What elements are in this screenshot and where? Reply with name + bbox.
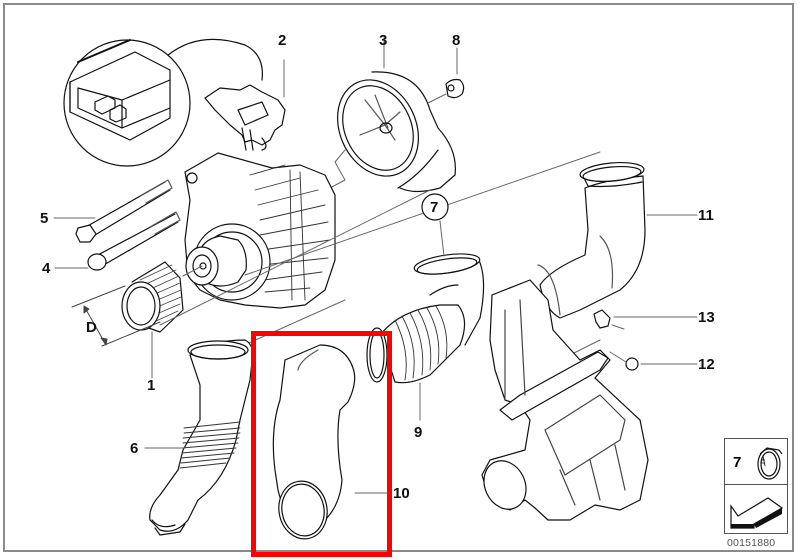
highlight-box-part-10 [251, 331, 392, 557]
legend-clamp-row: 7 [725, 439, 787, 485]
bellows-hose [366, 253, 485, 421]
dimension-label: D [86, 319, 97, 336]
diagram-frame [3, 3, 794, 552]
callout-2[interactable]: 2 [278, 32, 287, 49]
arrow-down-left-icon [730, 497, 784, 529]
pulley [121, 261, 203, 379]
voltage-regulator [204, 59, 286, 151]
callout-10[interactable]: 10 [393, 485, 410, 502]
callout-9[interactable]: 9 [414, 424, 423, 441]
hose-clamp-callout [421, 193, 449, 257]
air-duct-corrugated [144, 339, 254, 536]
callout-5[interactable]: 5 [40, 210, 49, 227]
air-filter-housing [481, 279, 649, 521]
alternator [184, 152, 336, 309]
dimension-d [71, 285, 161, 347]
air-duct-elbow [272, 344, 393, 540]
callout-7[interactable]: 7 [430, 199, 439, 216]
callout-8[interactable]: 8 [452, 32, 461, 49]
callout-3[interactable]: 3 [379, 32, 388, 49]
nut [427, 47, 465, 104]
hose-clamp-icon [757, 447, 783, 480]
callout-4[interactable]: 4 [42, 260, 51, 277]
connector-detail-magnifier [63, 38, 263, 167]
callout-12[interactable]: 12 [698, 356, 715, 373]
expanding-rivet [593, 309, 698, 330]
callout-11[interactable]: 11 [698, 207, 714, 224]
screw-nut [609, 351, 698, 371]
air-duct-upper [537, 162, 698, 319]
legend-number: 7 [733, 454, 742, 471]
callout-13[interactable]: 13 [698, 309, 715, 326]
bolt-long [53, 179, 173, 243]
callout-1[interactable]: 1 [147, 377, 156, 394]
fan-cover [329, 37, 456, 193]
legend-box: 7 [724, 438, 788, 534]
bolt-short [54, 211, 181, 271]
callout-6[interactable]: 6 [130, 440, 139, 457]
catalog-number: 00151880 [727, 537, 776, 549]
